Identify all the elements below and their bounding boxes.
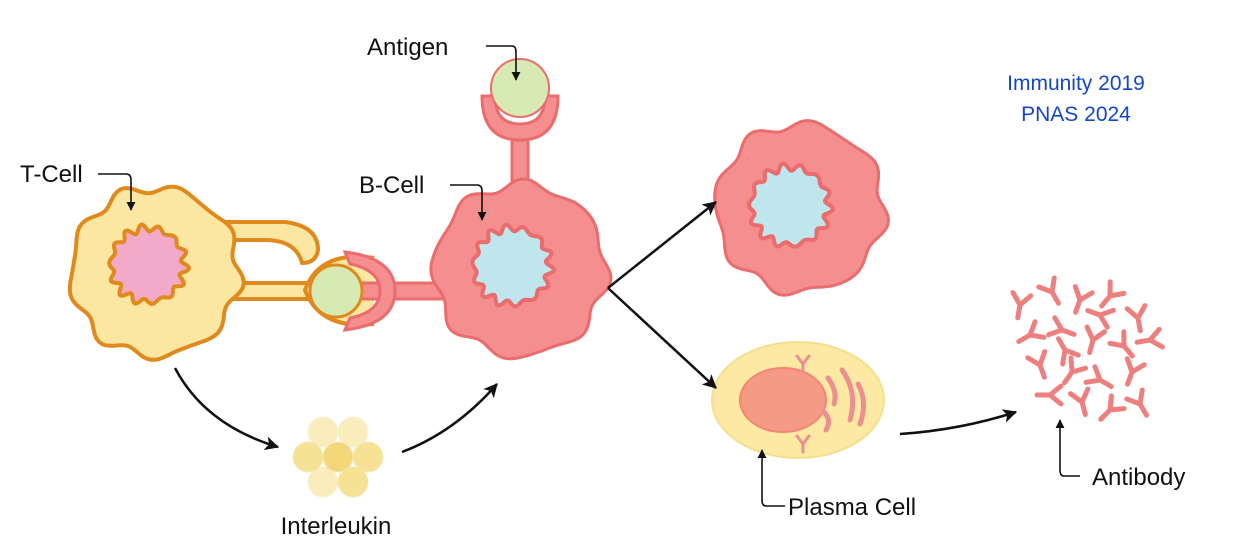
interleukin-label: Interleukin [281, 513, 392, 540]
plasma-cell-nucleus [739, 367, 827, 433]
antibody-icon [1062, 355, 1089, 386]
antibody-icon [1085, 307, 1116, 330]
antibody-icon [1067, 386, 1091, 418]
antibody-icon [1134, 326, 1165, 350]
interleukin-cluster [292, 416, 384, 498]
antibody-icon [1046, 315, 1077, 338]
interleukin-sphere [307, 466, 339, 498]
arrow-interleukin-to-bcell [401, 383, 498, 454]
plasma-antibodies [795, 354, 811, 454]
antibody-icon [1124, 356, 1147, 387]
arrow-tcell-to-interleukin [173, 367, 280, 450]
antibody-icon [1099, 279, 1127, 309]
antibody-icon [1083, 364, 1114, 389]
interleukin-sphere [337, 416, 369, 448]
memory-b-cell-nucleus [747, 161, 835, 249]
label-pointers [98, 45, 1080, 507]
arrow-plasma-to-antibody [899, 409, 1018, 436]
antibody-icon [1072, 284, 1095, 315]
plasma-cell-label: Plasma Cell [788, 494, 916, 521]
t-cell-nucleus [107, 222, 191, 306]
interleukin-sphere [352, 441, 384, 473]
antibody-icon [1124, 387, 1149, 418]
b-cell-nucleus [470, 222, 556, 309]
b-cell [429, 177, 613, 361]
antibody-icon [1098, 393, 1127, 422]
antibody-icon [1036, 275, 1061, 306]
t-cell-receptor [213, 220, 320, 301]
memory-b-cell [713, 119, 890, 297]
t-cell [67, 184, 246, 362]
antigen-label: Antigen [367, 34, 448, 61]
antibody-icon [1107, 329, 1135, 359]
presented-antigen [308, 263, 364, 319]
t-cell-label: T-Cell [20, 161, 83, 188]
antibody-icon [1016, 319, 1047, 344]
antibody-icon [1025, 349, 1048, 380]
citation-line-2: PNAS 2024 [1021, 103, 1131, 126]
citation-line-1: Immunity 2019 [1007, 72, 1145, 95]
process-arrows [173, 201, 1018, 454]
b-cell-label: B-Cell [359, 172, 424, 199]
antigen [490, 58, 550, 118]
antibody-label: Antibody [1092, 464, 1185, 491]
antibody-icon [1084, 324, 1108, 356]
plasma-cell [711, 341, 885, 459]
antibody-icon [1010, 290, 1034, 321]
arrow-bcell-to-memory [607, 201, 717, 289]
endoplasmic-reticulum [821, 367, 866, 433]
antibody-icon [1124, 303, 1148, 334]
antibody-cluster [1010, 275, 1165, 422]
antibody-icon [1034, 383, 1064, 407]
t-b-synapse [302, 250, 447, 332]
interleukin-sphere [337, 466, 369, 498]
b-cell-receptor [480, 58, 560, 194]
antibody-icon [1056, 336, 1081, 367]
arrow-bcell-to-plasma [607, 287, 717, 389]
